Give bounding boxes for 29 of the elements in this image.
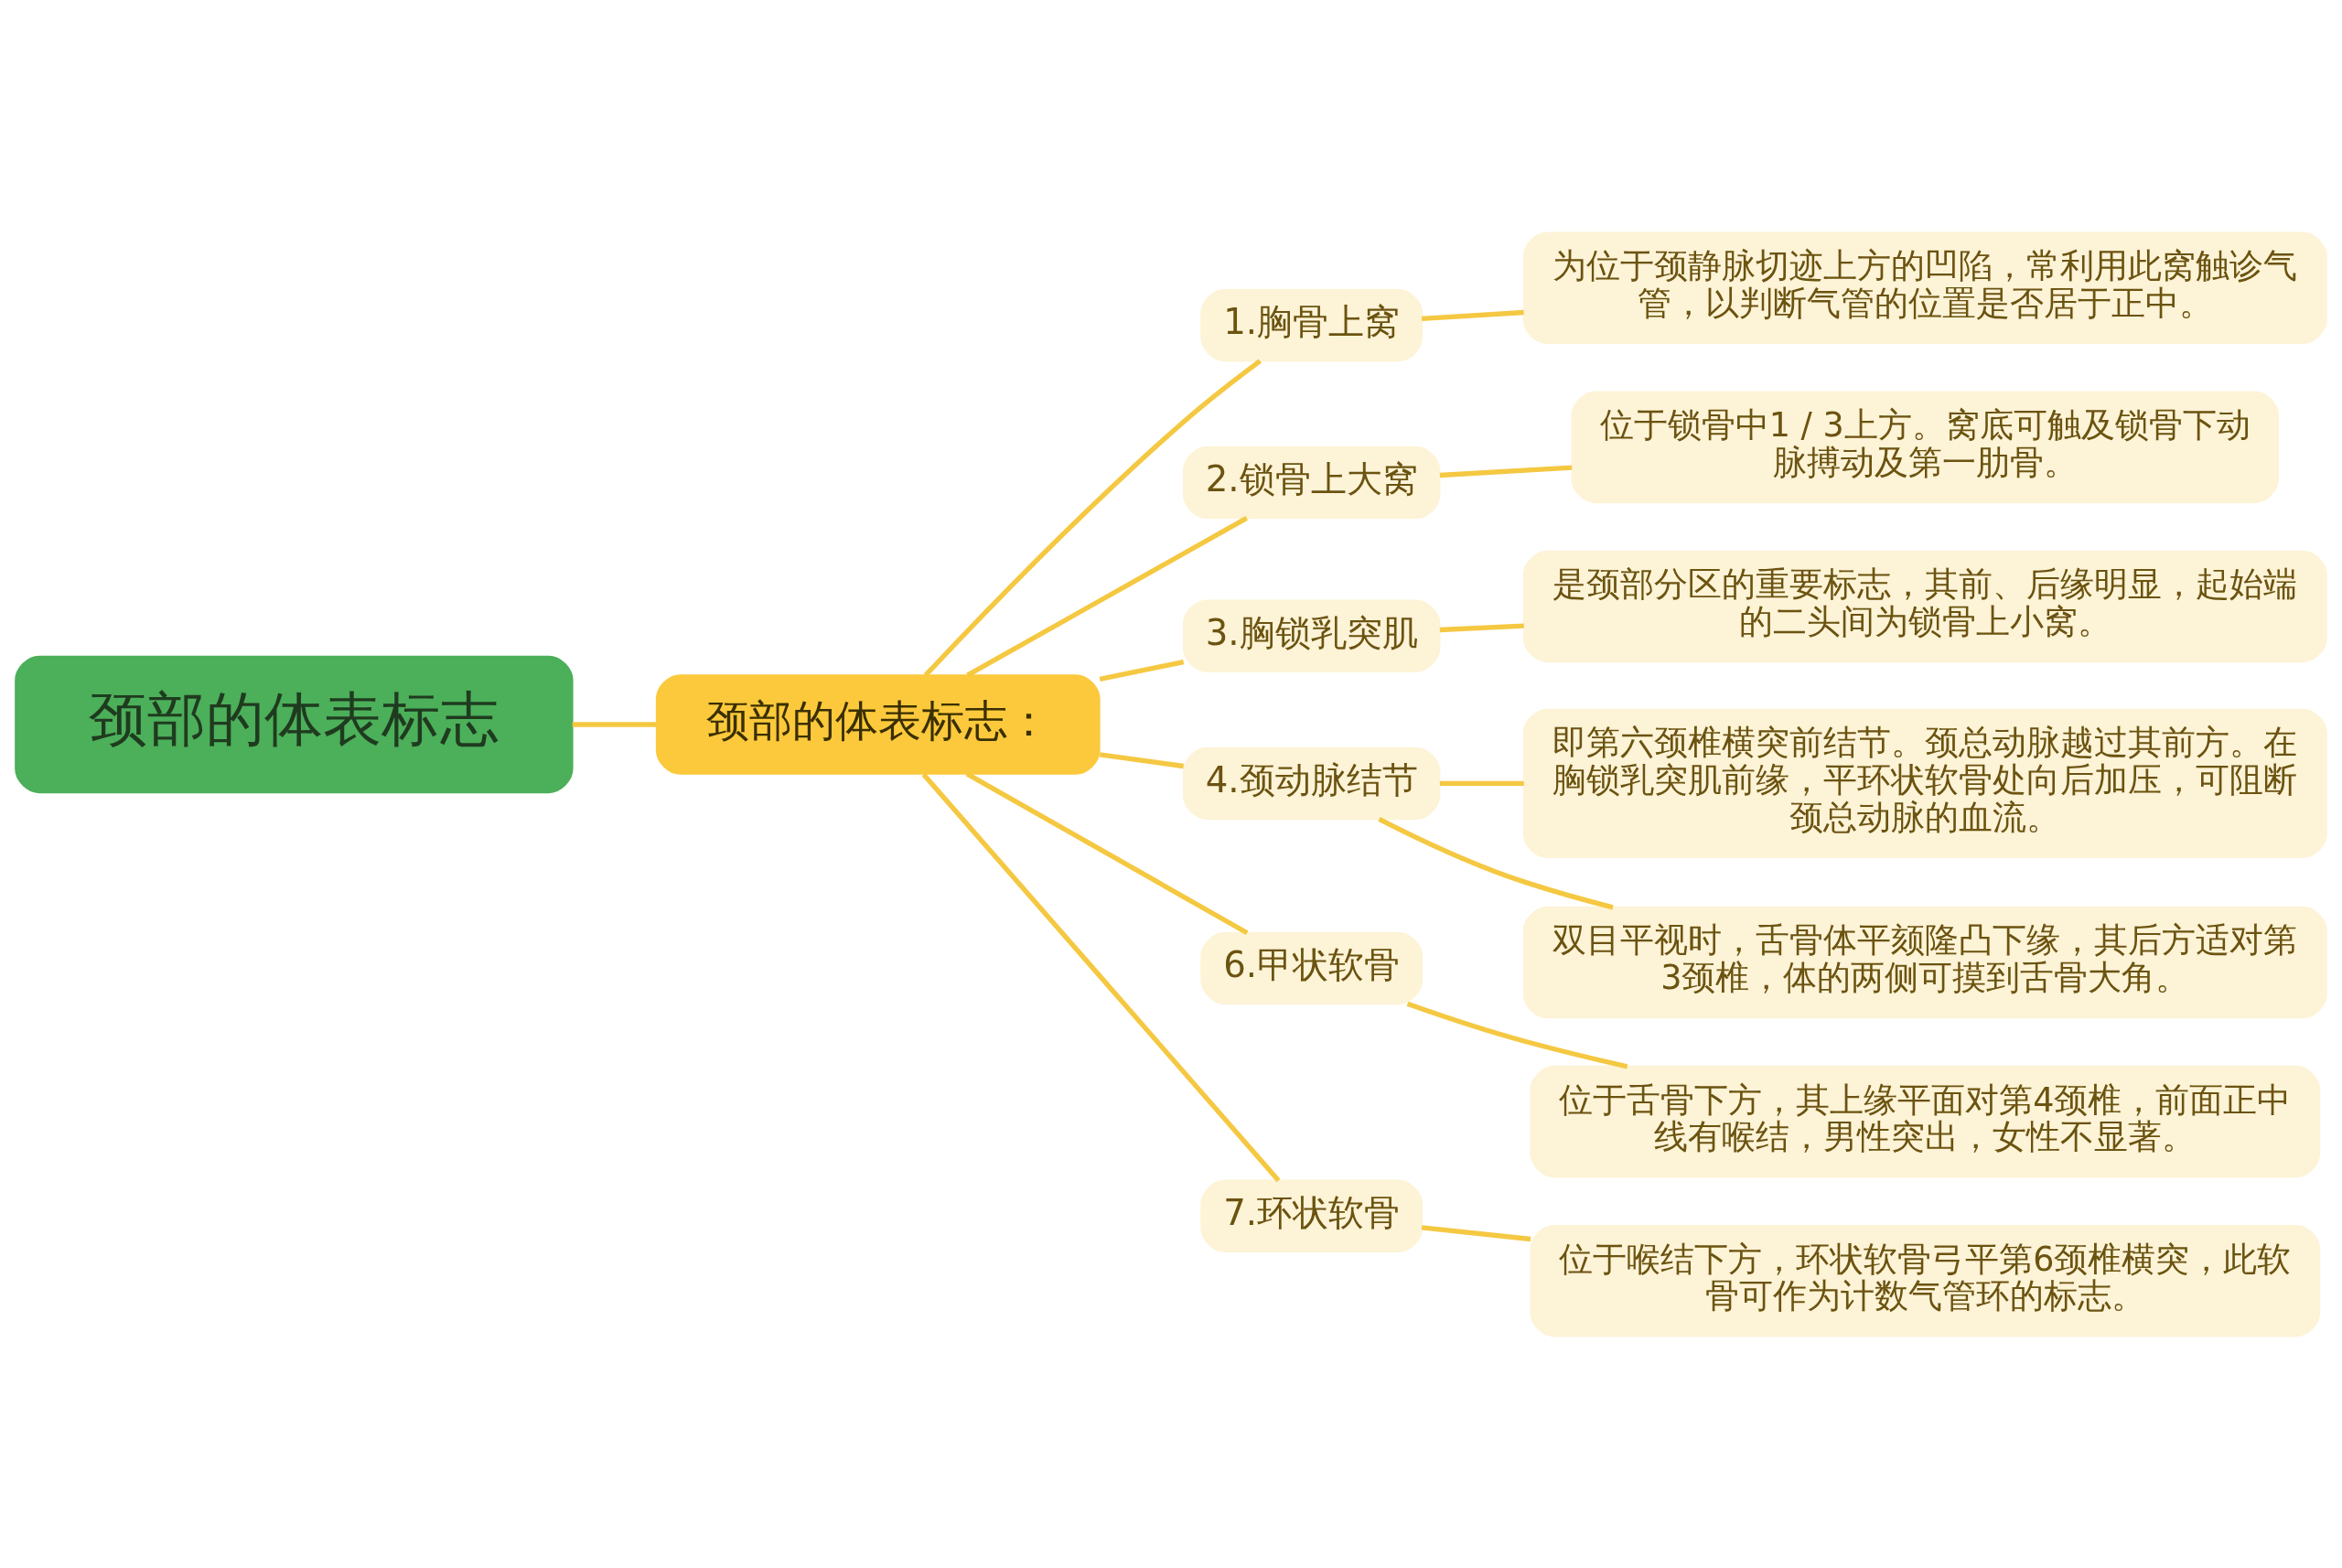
connector bbox=[921, 772, 1281, 1182]
connector bbox=[572, 721, 657, 727]
node-box: 为位于颈静脉切迹上方的凹陷，常利用此窝触诊气管，以判断气管的位置是否居于正中。 bbox=[1522, 231, 2327, 344]
connector bbox=[1099, 751, 1185, 768]
connector bbox=[1439, 780, 1524, 786]
connector bbox=[923, 358, 1262, 677]
node-box: 位于喉结下方，环状软骨弓平第6颈椎横突，此软骨可作为计数气管环的标志。 bbox=[1530, 1224, 2321, 1337]
node-box: 颈部的体表标志： bbox=[655, 673, 1101, 775]
node-box: 位于舌骨下方，其上缘平面对第4颈椎，前面正中线有喉结，男性突出，女性不显著。 bbox=[1530, 1065, 2321, 1177]
node-box: 位于锁骨中1 / 3上方。窝底可触及锁骨下动脉搏动及第一肋骨。 bbox=[1571, 391, 2280, 503]
node-box: 1.胸骨上窝 bbox=[1200, 288, 1423, 361]
connector bbox=[1099, 659, 1185, 682]
connector bbox=[1406, 1001, 1628, 1069]
node-box: 2.锁骨上大窝 bbox=[1182, 446, 1441, 519]
node-box: 6.甲状软骨 bbox=[1200, 931, 1423, 1004]
connector bbox=[1439, 465, 1573, 478]
connector bbox=[965, 771, 1249, 935]
node-box: 颈部的体表标志 bbox=[15, 655, 574, 793]
node-box: 双目平视时，舌骨体平颏隆凸下缘，其后方适对第3颈椎，体的两侧可摸到舌骨大角。 bbox=[1522, 906, 2327, 1018]
connector bbox=[966, 515, 1249, 677]
connector bbox=[1421, 1224, 1531, 1241]
node-box: 是颈部分区的重要标志，其前、后缘明显，起始端的二头间为锁骨上小窝。 bbox=[1522, 550, 2327, 662]
node-box: 7.环状软骨 bbox=[1200, 1179, 1423, 1252]
connector bbox=[1439, 622, 1524, 632]
connector bbox=[1378, 816, 1614, 909]
node-box: 即第六颈椎横突前结节。颈总动脉越过其前方。在胸锁乳突肌前缘，平环状软骨处向后加压，可阻断颈总动脉的血流。 bbox=[1522, 708, 2327, 858]
node-box: 3.胸锁乳突肌 bbox=[1182, 598, 1441, 672]
connector bbox=[1422, 309, 1524, 321]
node-box: 4.颈动脉结节 bbox=[1182, 746, 1441, 820]
